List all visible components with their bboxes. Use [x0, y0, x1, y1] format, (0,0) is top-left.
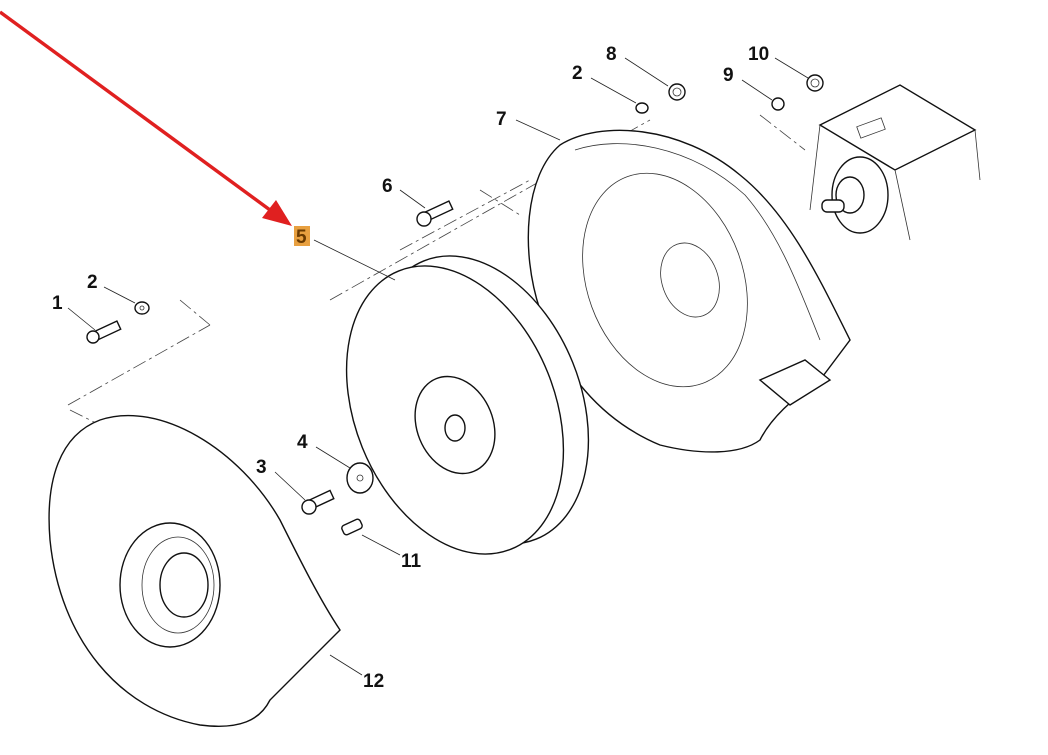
washer-2[interactable]	[134, 301, 150, 315]
callout-9: 9	[723, 65, 734, 86]
impeller[interactable]	[306, 223, 629, 586]
front-cover[interactable]	[48, 414, 341, 727]
callout-5-highlight	[294, 226, 310, 246]
key-11[interactable]	[341, 518, 363, 536]
callout-3: 3	[256, 457, 267, 478]
callout-5: 5	[296, 227, 307, 248]
nut-8[interactable]	[668, 83, 686, 101]
callout-10: 10	[748, 44, 769, 65]
nut-10[interactable]	[806, 74, 824, 92]
washer-9[interactable]	[771, 97, 785, 111]
leader-lines	[67, 57, 809, 676]
callout-7: 7	[496, 109, 507, 130]
callout-6: 6	[382, 176, 393, 197]
washer-4[interactable]	[346, 462, 374, 494]
bolt-3[interactable]	[301, 489, 335, 515]
pointer-arrow	[0, 10, 292, 226]
gearbox[interactable]	[809, 84, 981, 241]
callout-4: 4	[297, 432, 308, 453]
callout-2-washer-front: 2	[87, 272, 98, 293]
callout-2-washer-rear: 2	[572, 63, 583, 84]
callout-8: 8	[606, 44, 617, 65]
callout-1: 1	[52, 293, 63, 314]
bolt-6[interactable]	[416, 200, 454, 227]
bolt-1[interactable]	[86, 320, 122, 344]
rear-housing[interactable]	[527, 129, 851, 453]
washer-2-rear[interactable]	[635, 102, 649, 114]
callout-11: 11	[401, 551, 422, 572]
callout-12: 12	[363, 671, 384, 692]
